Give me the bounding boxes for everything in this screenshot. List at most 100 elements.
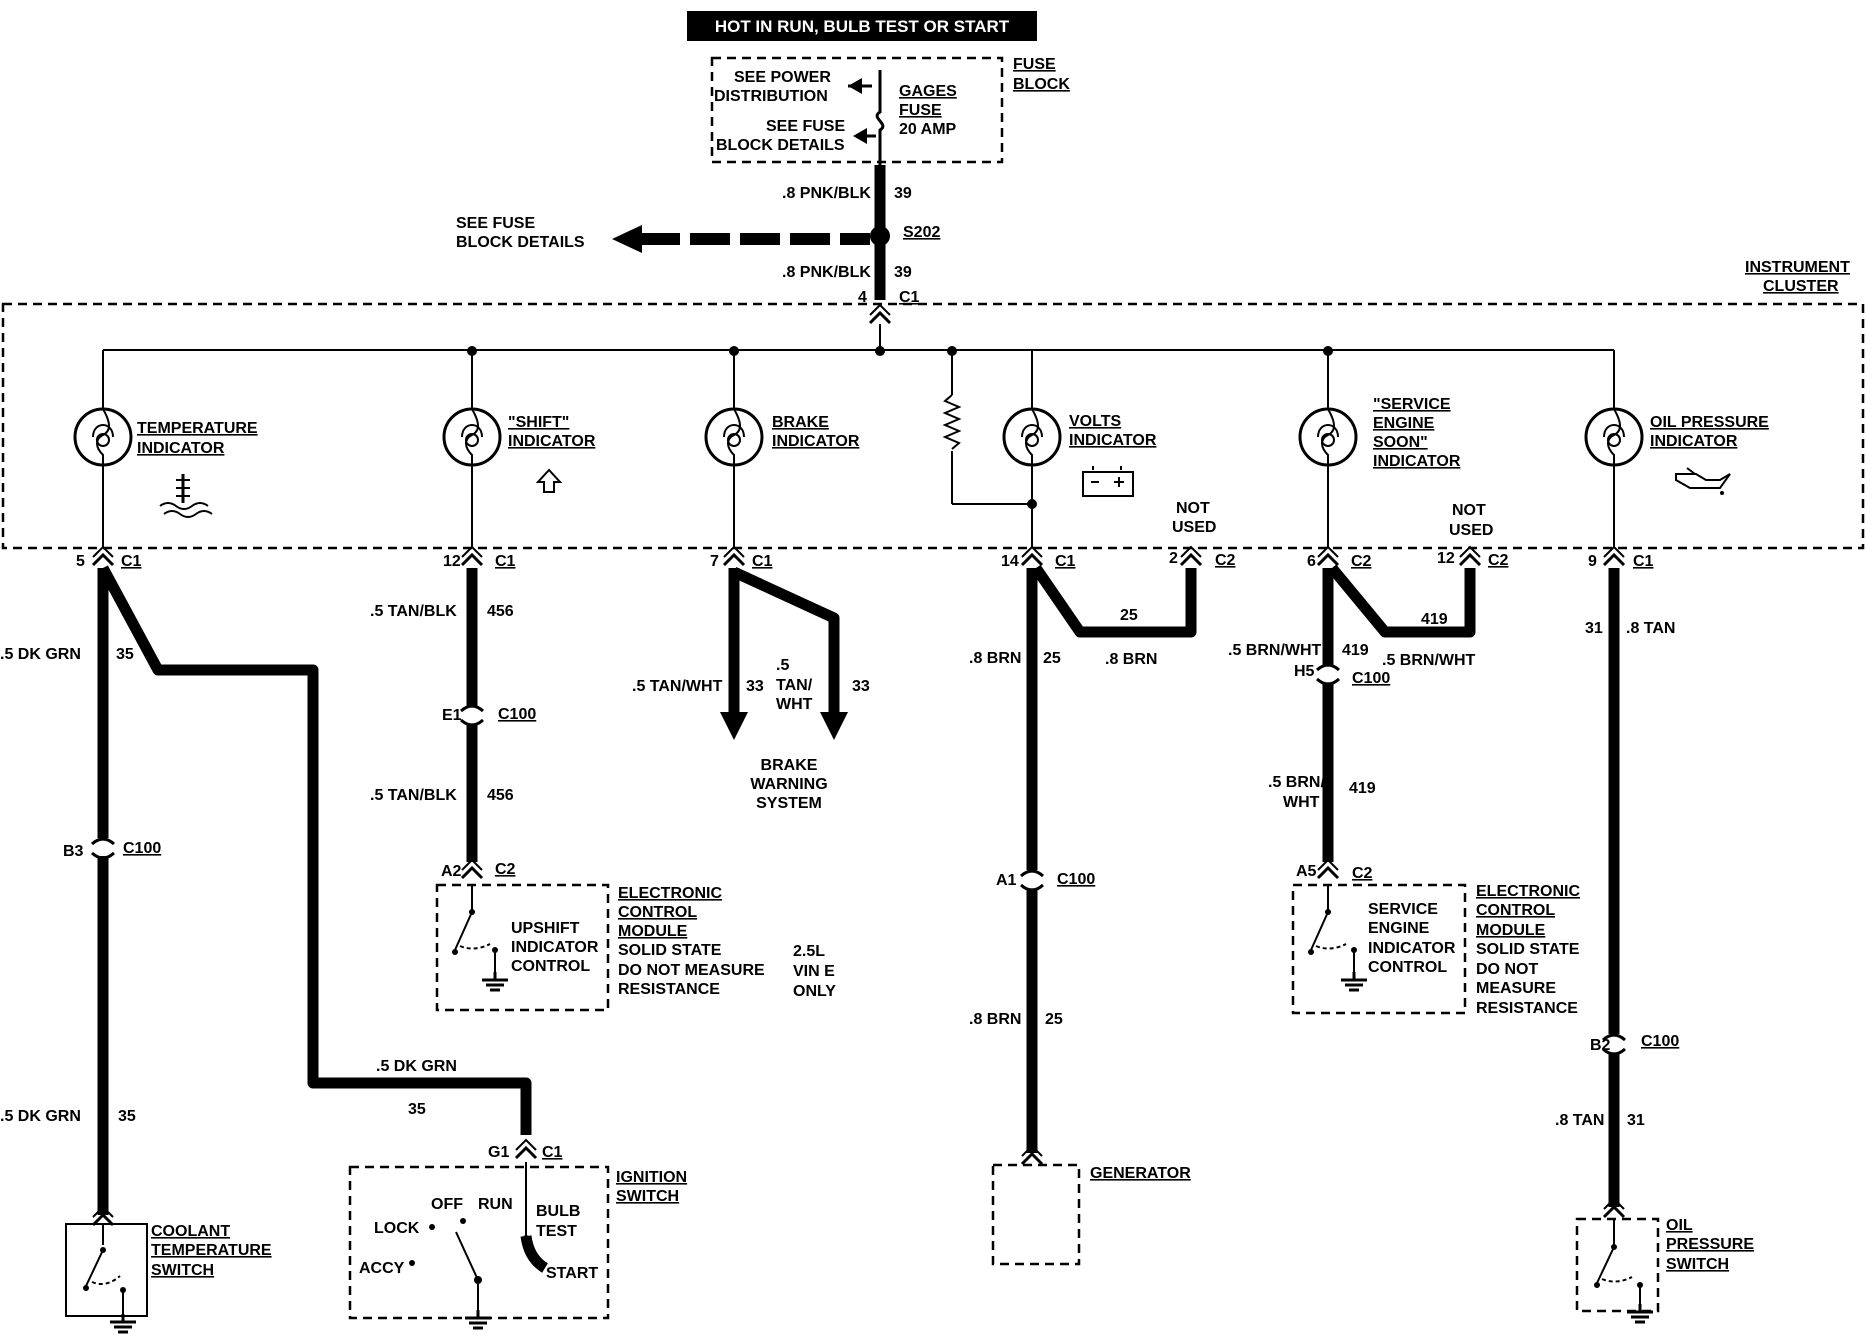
coolant-switch-label-3: SWITCH xyxy=(151,1262,214,1279)
oil-wire-circuit-2: 31 xyxy=(1627,1112,1645,1129)
ses-circuit: 6 C2 NOT USED 12 C2 419 .5 BRN/WHT .5 BR… xyxy=(1228,502,1580,1017)
generator-label: GENERATOR xyxy=(1090,1165,1191,1182)
ignition-switch-label-2: SWITCH xyxy=(616,1188,679,1205)
shift-connector: C1 xyxy=(495,553,516,570)
ses-indicator-label-3: SOON" xyxy=(1373,434,1428,451)
oil-wire-color-2: .8 TAN xyxy=(1555,1112,1604,1129)
ses-not-used-label-2: USED xyxy=(1449,522,1493,539)
ignition-rotor xyxy=(455,1231,479,1281)
ses-wire-circuit: 419 xyxy=(1342,642,1369,659)
coolant-switch xyxy=(65,1223,148,1334)
oil-circuit: 9 C1 31 .8 TAN B2 C100 .8 TAN 31 OIL PRE… xyxy=(1555,545,1754,1324)
volts-lamp-icon xyxy=(1002,407,1062,467)
ses-wire-circuit-2: 419 xyxy=(1349,780,1376,797)
brake-wire-color: .5 TAN/WHT xyxy=(632,678,723,695)
brake-indicator-label-2: INDICATOR xyxy=(772,433,860,450)
shift-ecm-connector: C2 xyxy=(495,861,516,878)
ground-icon xyxy=(463,1308,493,1330)
volts-jump-color: .8 BRN xyxy=(1105,651,1157,668)
volts-pin: 14 xyxy=(1001,553,1019,570)
ses-pin: 6 xyxy=(1307,553,1316,570)
oil-indicator-label-2: INDICATOR xyxy=(1650,433,1738,450)
header-title: HOT IN RUN, BULB TEST OR START xyxy=(715,17,1010,36)
oil-switch-label-3: SWITCH xyxy=(1666,1256,1729,1273)
see-power-label: SEE POWER xyxy=(734,69,831,86)
volts-jump-circuit: 25 xyxy=(1120,607,1138,624)
volts-circuit: 14 C1 NOT USED 2 C2 25 .8 BRN .8 BRN 25 … xyxy=(969,500,1236,1266)
temperature-circuit: 5 C1 .5 DK GRN 35 B3 C100 .5 DK GRN 35 .… xyxy=(0,545,532,1334)
temp-wire-color: .5 DK GRN xyxy=(0,646,81,663)
volts-indicator-label-2: INDICATOR xyxy=(1069,432,1157,449)
connector-icon xyxy=(91,545,115,567)
connector-icon xyxy=(1458,545,1482,567)
shift-lamp-icon xyxy=(442,407,502,467)
connector-icon xyxy=(460,858,484,880)
volts-c100-pin: A1 xyxy=(996,872,1017,889)
arrow-down-icon xyxy=(820,712,848,740)
ignition-off-label: OFF xyxy=(431,1196,463,1213)
volts-nu-pin: 2 xyxy=(1169,550,1178,567)
ignition-switch: G1 C1 IGNITION SWITCH OFF RUN LOCK ACCY … xyxy=(348,1138,687,1330)
temperature-lamp-icon xyxy=(73,407,133,467)
battery-icon xyxy=(1082,466,1134,497)
brake-indicator-label: BRAKE xyxy=(772,414,829,431)
ignition-pin: G1 xyxy=(488,1144,509,1161)
shift-ecm-pin: A2 xyxy=(441,863,462,880)
ses-control-label-2: ENGINE xyxy=(1368,920,1430,937)
brake-wire-circuit: 33 xyxy=(746,678,764,695)
connector-icon xyxy=(514,1138,538,1160)
fuse-block-label: FUSE xyxy=(1013,56,1056,73)
ground-icon xyxy=(1625,1302,1655,1324)
temp-connector: C1 xyxy=(121,553,142,570)
shift-c100-pin: E1 xyxy=(442,707,462,724)
ignition-connector: C1 xyxy=(542,1144,563,1161)
ses-wire-color-2b: WHT xyxy=(1283,794,1320,811)
ses-lamp-icon xyxy=(1298,407,1358,467)
shift-wire-color: .5 TAN/BLK xyxy=(370,603,457,620)
see-fuse-label-2: BLOCK DETAILS xyxy=(716,137,845,154)
brake-wire-b-label: .5 xyxy=(776,657,789,674)
brake-circuit: 7 C1 .5 TAN/WHT 33 .5 TAN/ WHT 33 BRAKE … xyxy=(632,545,870,812)
volts-wire-color: .8 BRN xyxy=(969,650,1021,667)
shift-indicator-label: "SHIFT" xyxy=(508,414,569,431)
ses-connector: C2 xyxy=(1351,553,1372,570)
ignition-run-label: RUN xyxy=(478,1196,513,1213)
volts-c100-connector: C100 xyxy=(1057,871,1095,888)
oil-wire-color: .8 TAN xyxy=(1626,620,1675,637)
ses-not-used-label: NOT xyxy=(1452,502,1486,519)
oil-connector: C1 xyxy=(1633,553,1654,570)
ses-ecm-connector: C2 xyxy=(1352,865,1373,882)
ses-ecm-label-5: DO NOT xyxy=(1476,961,1538,978)
splice-s202 xyxy=(870,226,890,246)
coolant-temp-icon xyxy=(159,474,213,518)
feed-wire-color: .8 PNK/BLK xyxy=(782,185,871,202)
oil-switch-label-2: PRESSURE xyxy=(1666,1236,1754,1253)
brake-wire-b-circuit: 33 xyxy=(852,678,870,695)
connector-icon xyxy=(1316,545,1340,567)
temperature-indicator-label: TEMPERATURE xyxy=(137,420,258,437)
fuse-block-label-2: BLOCK xyxy=(1013,76,1070,93)
volts-connector: C1 xyxy=(1055,553,1076,570)
splice-label: S202 xyxy=(903,224,940,241)
feed-circuit: .8 PNK/BLK 39 S202 SEE FUSE BLOCK DETAIL… xyxy=(456,165,940,325)
oil-switch-label: OIL xyxy=(1666,1217,1693,1234)
header-banner: HOT IN RUN, BULB TEST OR START xyxy=(687,11,1037,41)
brake-system-label: BRAKE xyxy=(761,757,818,774)
brake-wire-b-label-2: TAN/ xyxy=(776,677,813,694)
temp-c100-connector: C100 xyxy=(123,840,161,857)
volts-not-used-label-2: USED xyxy=(1172,519,1216,536)
ignition-bulb-label: BULB xyxy=(536,1203,580,1220)
engine-note-label-3: ONLY xyxy=(793,983,836,1000)
shift-c100-connector: C100 xyxy=(498,706,536,723)
shift-pin: 12 xyxy=(443,553,461,570)
connector-icon xyxy=(1602,545,1626,567)
c100-connector-icon xyxy=(1019,869,1045,892)
arrow-down-icon xyxy=(720,712,748,740)
ses-wire-color: .5 BRN/WHT xyxy=(1228,642,1322,659)
c100-connector-icon xyxy=(90,837,116,860)
ses-nu-pin: 12 xyxy=(1437,550,1455,567)
ses-indicator-label-4: INDICATOR xyxy=(1373,453,1461,470)
cluster-label-2: CLUSTER xyxy=(1763,278,1839,295)
brake-pin: 7 xyxy=(710,553,719,570)
